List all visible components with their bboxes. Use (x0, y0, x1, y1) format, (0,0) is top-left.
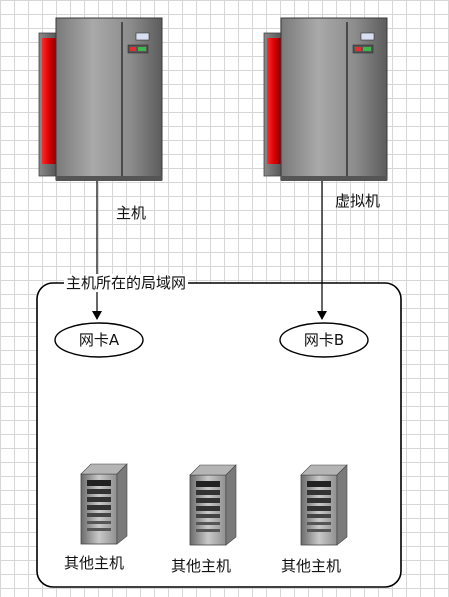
vm-label: 虚拟机 (335, 192, 381, 210)
nic-a-oval (54, 322, 144, 358)
server-tower-icon (80, 463, 128, 545)
server-tower-icon (189, 464, 237, 546)
server-label: 其他主机 (64, 554, 125, 572)
server-label: 其他主机 (281, 557, 342, 575)
nic-b-label: 网卡B (303, 331, 345, 349)
mainframe-host-icon (38, 17, 163, 181)
host-label: 主机 (116, 204, 147, 222)
nic-a-label: 网卡A (78, 331, 120, 349)
mainframe-vm-icon (263, 17, 388, 181)
server-label: 其他主机 (171, 557, 232, 575)
server-tower-icon (300, 464, 348, 546)
lan-title: 主机所在的局域网 (64, 274, 189, 292)
nic-b-oval (279, 322, 369, 358)
